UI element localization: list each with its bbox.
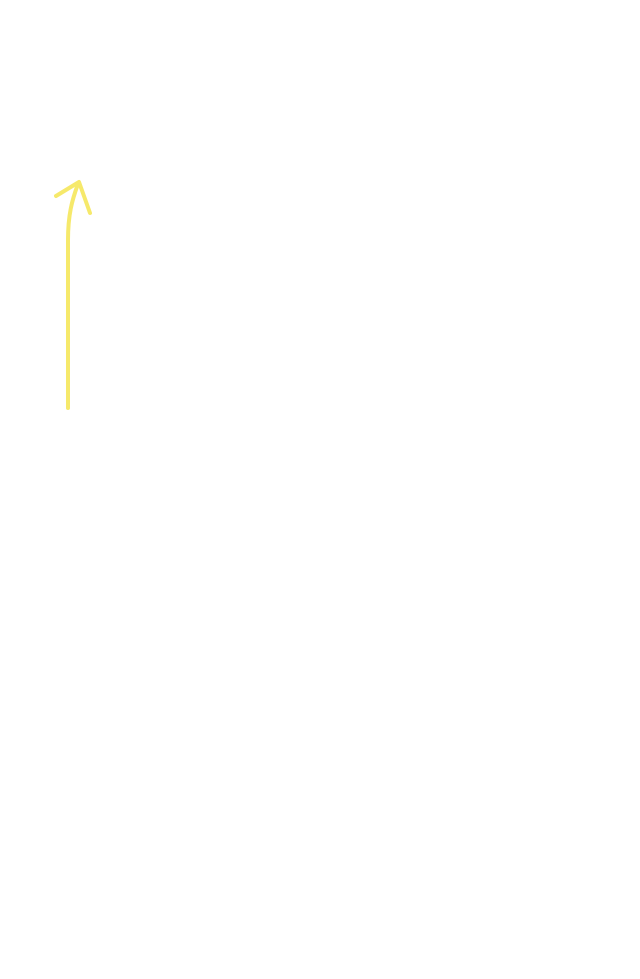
arrow-up-icon bbox=[54, 180, 92, 410]
coach-mark-text: Tap here to see Incentives : Monthly, Qu… bbox=[54, 423, 495, 548]
